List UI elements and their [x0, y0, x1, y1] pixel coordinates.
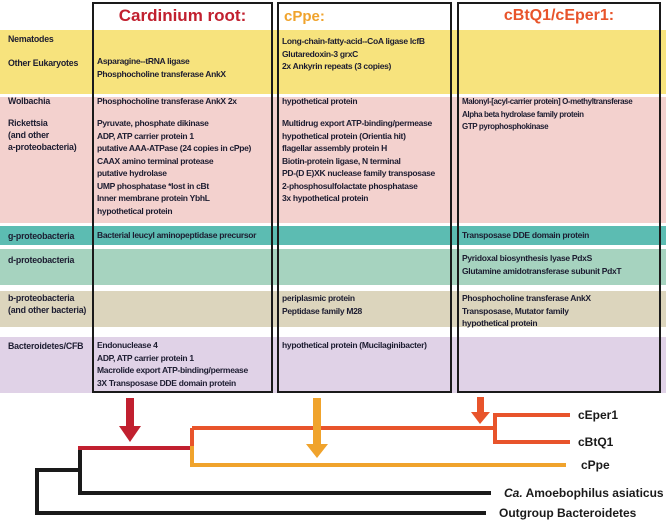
column-box-cppe	[277, 2, 452, 393]
cardinium-root-arrow	[119, 398, 141, 442]
column-header-cardinium: Cardinium root:	[118, 6, 247, 25]
band-alphaproteobacteria	[0, 97, 666, 223]
band-bacteroidetes	[0, 337, 666, 393]
tip-label-ceper1: cEper1	[578, 408, 619, 422]
tip-label-outgroup: Outgroup Bacteroidetes	[499, 506, 637, 520]
row-label-rickettsia: Rickettsia (and other a-proteobacteria)	[8, 118, 77, 152]
phylogenetic-tree-svg	[35, 397, 570, 515]
row-label-nematodes: Nematodes	[8, 34, 54, 44]
cell-cppe-b-proteobacteria: periplasmic protein Peptidase family M28	[282, 293, 362, 316]
band-eukaryotes	[0, 30, 666, 94]
tree-branch-cppe	[190, 446, 566, 467]
band-b-proteobacteria	[0, 291, 666, 327]
tip-label-cppe: cPpe	[581, 458, 610, 472]
cell-cardinium-eukaryotes: Asparagine--tRNA ligase Phosphocholine t…	[97, 56, 226, 79]
cell-cppe-cfb: hypothetical protein (Mucilaginibacter)	[282, 340, 427, 350]
band-g-proteobacteria	[0, 226, 666, 245]
cell-cardinium-g-proteobacteria: Bacterial leucyl aminopeptidase precurso…	[97, 230, 257, 240]
column-box-cardinium	[92, 2, 273, 393]
cell-cardinium-cfb: Endonuclease 4 ADP, ATP carrier protein …	[97, 340, 248, 388]
column-header-cbtq1: cBtQ1/cEper1:	[503, 7, 615, 24]
cell-cardinium-wolbachia: Phosphocholine transferase AnkX 2x	[97, 96, 237, 106]
cell-cppe-wolbachia: hypothetical protein	[282, 96, 358, 106]
column-box-cbtq1	[457, 2, 661, 393]
tree-branch-black-backbone	[35, 446, 491, 515]
tip-label-amoebophilus-prefix: Ca.	[504, 486, 523, 500]
row-label-b-proteobacteria: b-proteobacteria (and other bacteria)	[8, 293, 87, 315]
row-label-wolbachia: Wolbachia	[8, 96, 51, 106]
column-header-cppe: cPpe:	[284, 8, 325, 25]
cell-cardinium-rickettsia: Pyruvate, phosphate dikinase ADP, ATP ca…	[97, 118, 252, 216]
tip-label-cbtq1: cBtQ1	[578, 435, 614, 449]
cell-cbtq1-d-proteobacteria: Pyridoxal biosynthesis lyase PdxS Glutam…	[462, 253, 622, 276]
row-label-bacteroidetes-cfb: Bacteroidetes/CFB	[8, 341, 84, 351]
row-label-g-proteobacteria: g-proteobacteria	[8, 231, 75, 241]
cell-cppe-eukaryotes: Long-chain-fatty-acid--CoA ligase lcfB G…	[282, 36, 425, 71]
row-label-d-proteobacteria: d-proteobacteria	[8, 255, 75, 265]
cbtq1-ceper1-arrow	[471, 397, 490, 424]
row-label-eukaryotes: Other Eukaryotes	[8, 58, 79, 68]
cell-cppe-rickettsia: Multidrug export ATP-binding/permease hy…	[282, 118, 435, 203]
cell-cbtq1-g-proteobacteria: Transposase DDE domain protein	[462, 230, 590, 240]
tip-label-amoebophilus: Ca. Amoebophilus asiaticus	[504, 486, 664, 500]
cppe-arrow	[306, 398, 328, 458]
cell-cbtq1-wolbachia: Malonyl-[acyl-carrier protein] O-methylt…	[462, 97, 633, 131]
cell-cbtq1-b-proteobacteria: Phosphocholine transferase AnkX Transpos…	[462, 293, 591, 328]
tree-branch-cbtq1-ceper1	[190, 413, 570, 450]
band-d-proteobacteria	[0, 249, 666, 285]
tip-label-amoebophilus-name: Amoebophilus asiaticus	[522, 486, 664, 500]
